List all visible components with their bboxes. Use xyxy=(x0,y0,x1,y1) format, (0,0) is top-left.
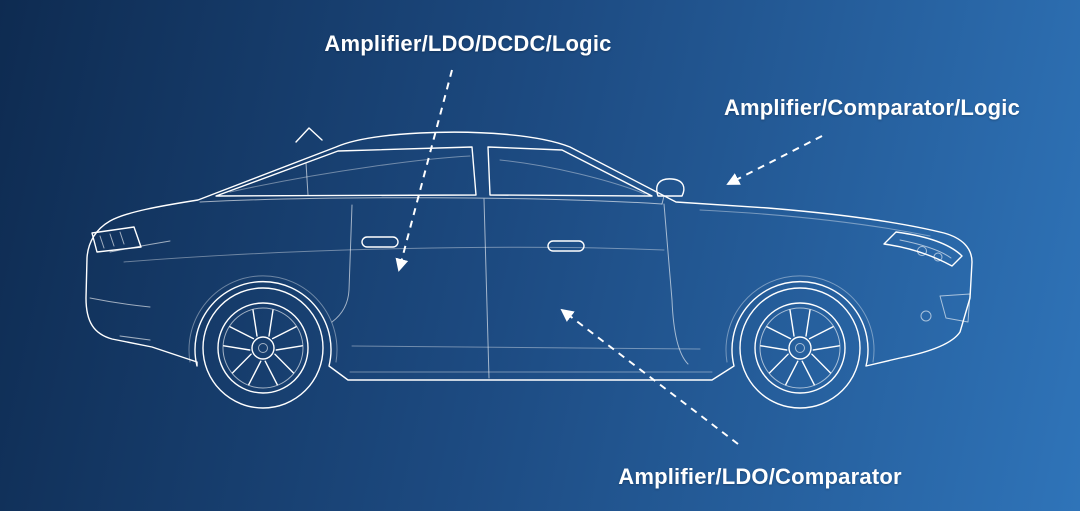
side-mirror xyxy=(656,178,685,205)
annotation-label-sill: Amplifier/LDO/Comparator xyxy=(618,464,902,489)
annotation-label-mirror: Amplifier/Comparator/Logic xyxy=(723,95,1021,120)
car-windows xyxy=(215,146,653,197)
front-wheel xyxy=(739,287,861,409)
car-body-outline xyxy=(85,127,973,381)
rear-wheel xyxy=(202,287,324,409)
arrow-mirror xyxy=(726,135,823,185)
taillight xyxy=(91,226,142,253)
arrow-door xyxy=(395,69,453,272)
headlight xyxy=(883,231,971,323)
annotation-label-door: Amplifier/LDO/DCDC/Logic xyxy=(324,31,612,56)
arrow-sill xyxy=(560,308,739,445)
annotation-arrows xyxy=(395,69,823,445)
